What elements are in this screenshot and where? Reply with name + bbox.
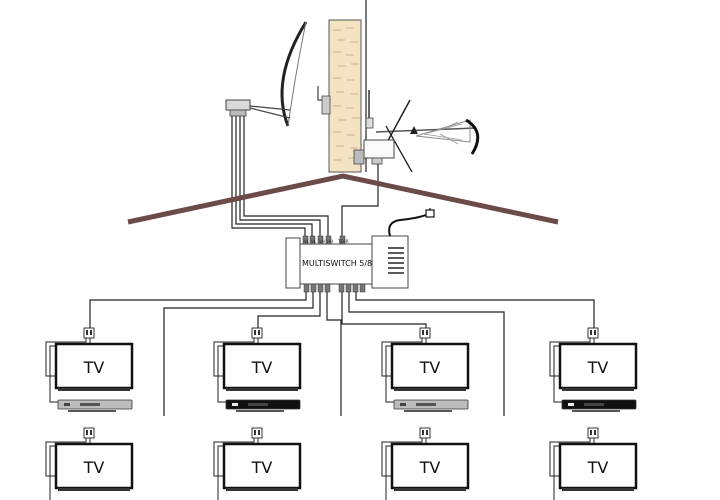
multiswitch-label: MULTISWITCH 5/8 bbox=[302, 259, 372, 268]
tv-unit: TV bbox=[549, 427, 638, 500]
tv-unit: TV bbox=[45, 327, 134, 412]
brick-wall bbox=[328, 19, 362, 173]
tv-unit: TV bbox=[381, 327, 470, 412]
tv-label: TV bbox=[83, 458, 105, 477]
wall-socket-icon bbox=[587, 327, 599, 339]
input-port-label: TERR bbox=[337, 239, 349, 244]
terrestrial-antenna-icon bbox=[353, 99, 480, 173]
tv-icon bbox=[390, 342, 470, 390]
satellite-dish-icon bbox=[225, 21, 331, 127]
tv-label: TV bbox=[419, 358, 441, 377]
tv-unit: TV bbox=[213, 427, 302, 500]
wall-socket-icon bbox=[83, 427, 95, 439]
tv-label: TV bbox=[587, 358, 609, 377]
input-port-label: VL bbox=[304, 239, 310, 244]
tv-icon bbox=[54, 442, 134, 490]
tv-label: TV bbox=[251, 458, 273, 477]
input-port-label: VH bbox=[319, 239, 325, 244]
receiver-icon bbox=[57, 399, 133, 412]
receiver-icon bbox=[561, 399, 637, 412]
vertical-antenna-icon bbox=[365, 90, 374, 129]
tv-icon bbox=[558, 342, 638, 390]
wall-socket-icon bbox=[587, 427, 599, 439]
tv-label: TV bbox=[251, 358, 273, 377]
tv-icon bbox=[390, 442, 470, 490]
multiswitch-unit bbox=[285, 235, 409, 293]
tv-unit: TV bbox=[213, 327, 302, 412]
input-port-label: VL bbox=[311, 239, 317, 244]
tv-unit: TV bbox=[549, 327, 638, 412]
tv-icon bbox=[558, 442, 638, 490]
receiver-icon bbox=[225, 399, 301, 412]
wall-socket-icon bbox=[419, 327, 431, 339]
wall-socket-icon bbox=[251, 327, 263, 339]
tv-units: TV TV TV TV TV TV TV TV bbox=[45, 327, 638, 500]
tv-label: TV bbox=[83, 358, 105, 377]
power-plug-icon bbox=[388, 208, 435, 237]
wall-socket-icon bbox=[83, 327, 95, 339]
tv-unit: TV bbox=[45, 427, 134, 500]
tv-label: TV bbox=[587, 458, 609, 477]
tv-label: TV bbox=[419, 458, 441, 477]
input-port-label: HH bbox=[327, 239, 333, 244]
roof-line bbox=[127, 173, 559, 225]
tv-unit: TV bbox=[381, 427, 470, 500]
output-cables bbox=[89, 292, 595, 416]
wall-socket-icon bbox=[251, 427, 263, 439]
wall-socket-icon bbox=[419, 427, 431, 439]
receiver-icon bbox=[393, 399, 469, 412]
